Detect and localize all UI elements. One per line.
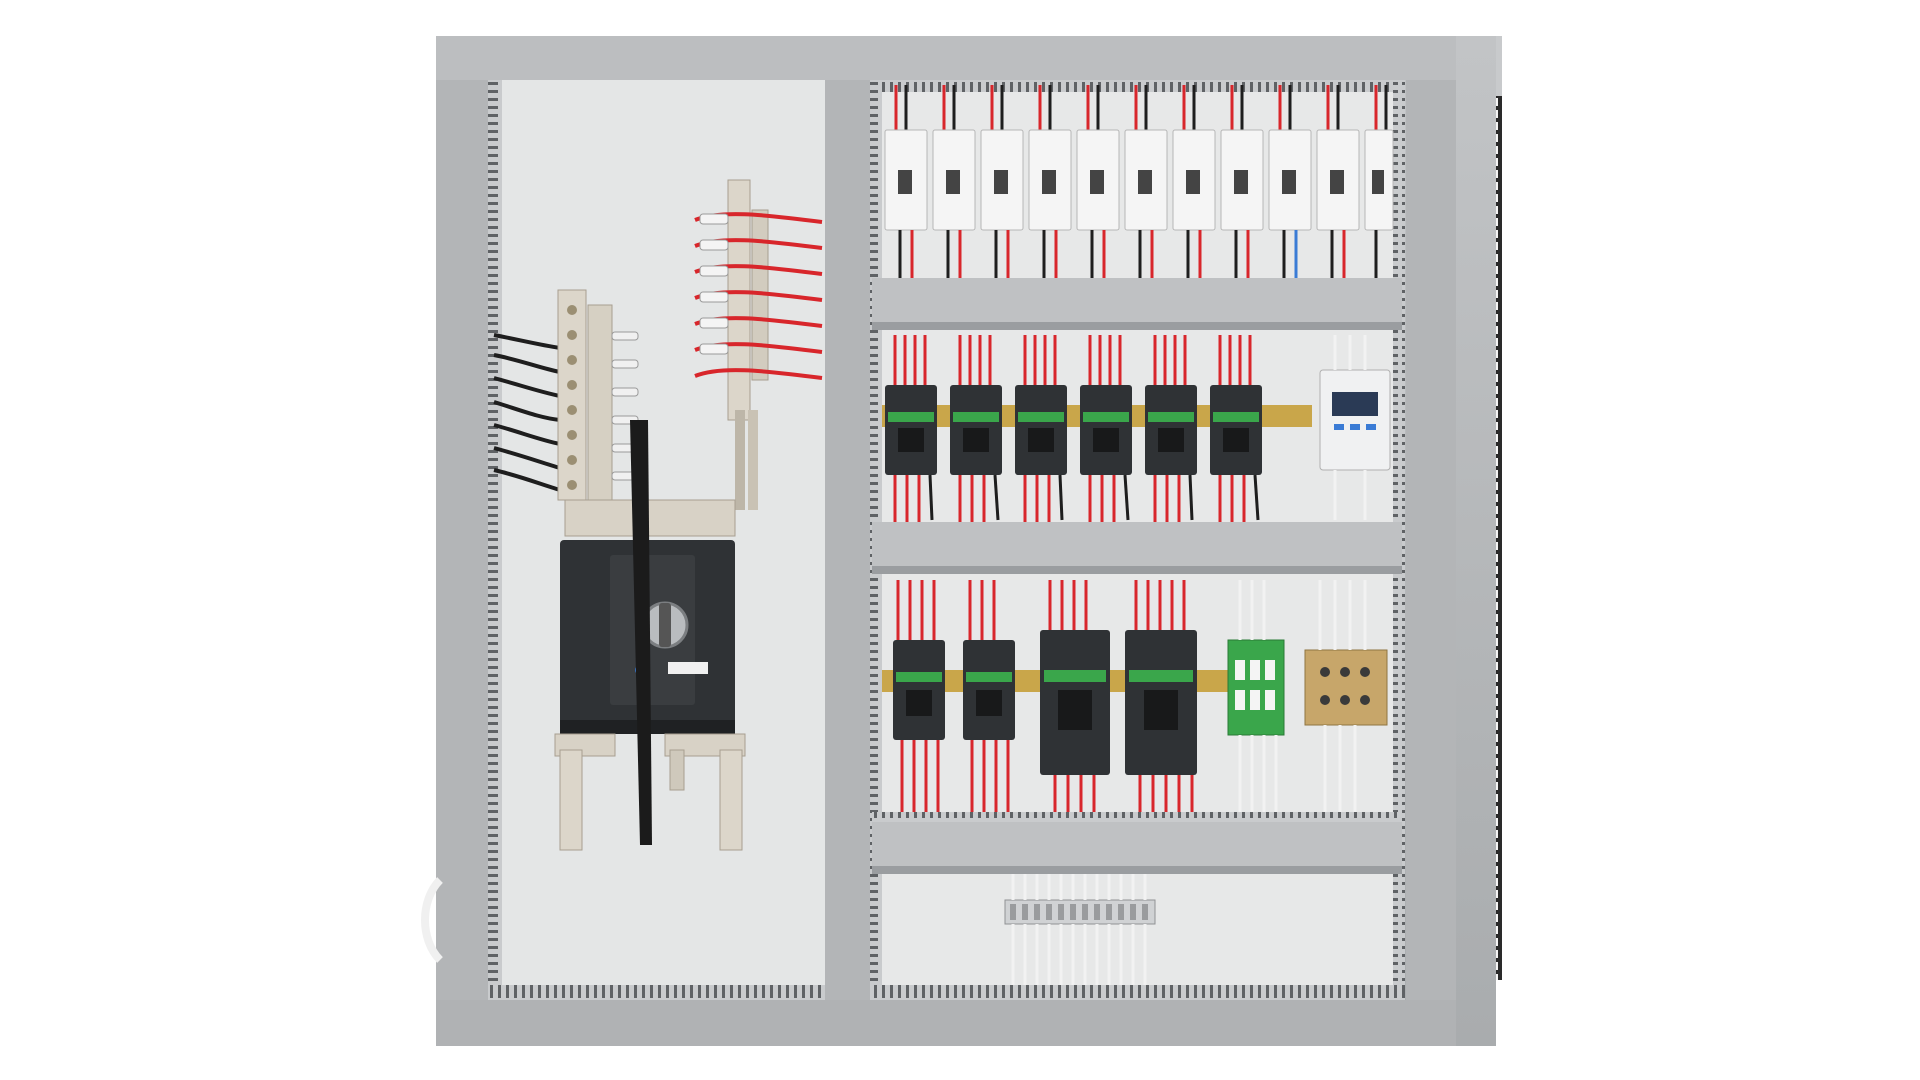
breaker-knob-handle: [659, 603, 671, 647]
main-black-cable: [630, 420, 652, 845]
busbar-out-left-1: [559, 749, 583, 851]
shelf-1: [872, 278, 1402, 326]
busbar-out-right-1: [719, 749, 743, 851]
duct-left-bottom: [488, 985, 825, 1000]
frame-post-middle: [825, 80, 870, 1046]
mcb-row: [884, 85, 1394, 278]
busbar-out-right-2: [669, 749, 685, 791]
breaker-label: [668, 662, 708, 674]
duct-right-bottom: [870, 985, 1405, 1000]
left-incoming-wires: [493, 333, 561, 492]
phase-busbar-lugs: [699, 213, 729, 355]
neutral-busbar-2: [587, 304, 613, 501]
frame-post-right: [1406, 80, 1456, 1046]
terminal-strip: [1004, 874, 1156, 985]
frame-bottom: [436, 1000, 1456, 1046]
busbar-link-down-2: [748, 410, 758, 510]
neutral-busbar-screws: [567, 305, 577, 490]
busbar-link-down: [735, 410, 745, 510]
shelf-2-shadow: [872, 566, 1402, 574]
shelf-3: [872, 822, 1402, 870]
duct-row2-slotted: [872, 812, 1402, 822]
white-cable-loop: [421, 877, 444, 963]
main-breaker-top-links: [564, 499, 736, 537]
controller-display: [1332, 392, 1378, 416]
terminal-board-brass: [1304, 649, 1388, 726]
frame-post-left: [436, 80, 488, 1046]
frame-top: [436, 36, 1456, 80]
shelf-3-shadow: [872, 866, 1402, 874]
contactor-row-1: [882, 335, 1391, 522]
relay-board-green: [1227, 639, 1285, 736]
shelf-1-shadow: [872, 322, 1402, 330]
duct-left-vertical: [488, 80, 502, 985]
controller-buttons: [1334, 424, 1376, 430]
contactor-row-2: [882, 580, 1388, 812]
digital-controller: [1319, 369, 1391, 471]
neutral-busbar: [557, 289, 587, 501]
shelf-2: [872, 522, 1402, 570]
